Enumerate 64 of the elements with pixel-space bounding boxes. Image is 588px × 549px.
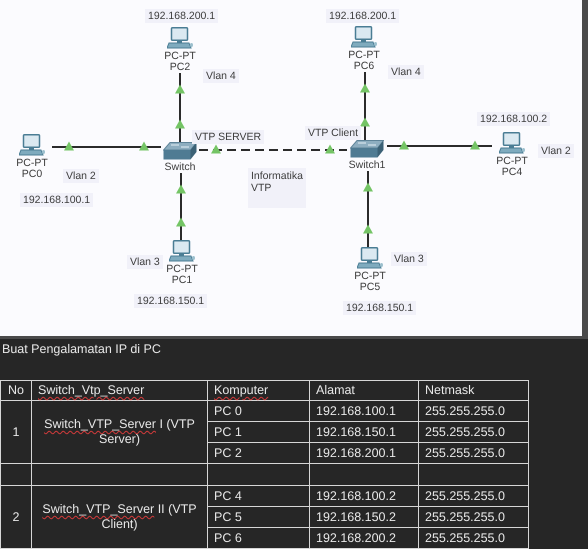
column-header: No (0, 380, 32, 400)
netmask: 255.255.255.0 (418, 422, 528, 442)
device-model-label: PC-PT (166, 264, 198, 275)
netmask: 255.255.255.0 (418, 442, 528, 464)
device-model-label: PC-PT (496, 156, 528, 167)
column-header: Netmask (418, 380, 528, 400)
device-name-label: Switch (164, 162, 196, 173)
vtp-role-label: VTP SERVER (192, 130, 264, 144)
computer-name: PC 4 (208, 486, 310, 506)
link-line (176, 173, 186, 240)
section-heading: Buat Pengalamatan IP di PC (2, 342, 161, 357)
ip-address-label: 192.168.100.2 (477, 112, 550, 126)
computer-name: PC 5 (208, 506, 310, 528)
ip-address: 192.168.200.1 (310, 442, 418, 464)
device-model-label: PC-PT (354, 271, 386, 282)
device-name-label: Switch1 (348, 160, 386, 171)
link-line (387, 140, 492, 150)
ip-address: 192.168.150.2 (310, 506, 418, 528)
device-name-label: PC1 (172, 275, 192, 286)
device-model-label: PC-PT (164, 51, 196, 62)
link-line (52, 142, 161, 150)
ip-address-label: 192.168.200.1 (145, 9, 218, 23)
ip-address: 192.168.100.1 (310, 400, 418, 422)
vlan-label: Vlan 4 (203, 69, 239, 83)
link-line (363, 171, 373, 247)
vlan-label: Vlan 2 (63, 169, 99, 183)
device-model-label: PC-PT (16, 158, 48, 169)
vtp-role-label: VTP Client (305, 126, 361, 140)
ip-address: 192.168.150.1 (310, 422, 418, 442)
link-line (175, 73, 185, 142)
netmask: 255.255.255.0 (418, 486, 528, 506)
vlan-label: Vlan 4 (388, 65, 424, 79)
ip-address: 192.168.200.2 (310, 528, 418, 548)
vlan-label: Vlan 3 (127, 255, 163, 269)
device-model-label: PC-PT (348, 50, 380, 61)
column-header: Alamat (310, 380, 418, 400)
device-name-label: PC5 (360, 282, 380, 293)
ip-address-label: 192.168.150.1 (343, 301, 416, 315)
netmask: 255.255.255.0 (418, 528, 528, 548)
link-line (360, 72, 370, 140)
device-name-label: PC0 (22, 169, 42, 180)
computer-name: PC 2 (208, 442, 310, 464)
computer-name: PC 0 (208, 400, 310, 422)
column-header: Komputer (208, 380, 310, 400)
ip-address: 192.168.100.2 (310, 486, 418, 506)
switch-name: Switch_VTP_Server II (VTP Client) (32, 486, 208, 548)
device-name-label: PC2 (170, 62, 190, 73)
vlan-label: Vlan 2 (538, 144, 574, 158)
ip-address-label: 192.168.200.1 (326, 9, 400, 23)
column-header: Switch_Vtp_Server (32, 380, 208, 400)
note-text: Informatika VTP (248, 168, 306, 208)
computer-name: PC 6 (208, 528, 310, 548)
device-name-label: PC6 (354, 61, 374, 72)
device-name-label: PC4 (502, 167, 522, 178)
dashed-link-line (199, 144, 347, 154)
ip-address-label: 192.168.100.1 (20, 193, 94, 207)
computer-name: PC 1 (208, 422, 310, 442)
netmask: 255.255.255.0 (418, 506, 528, 528)
switch-name: Switch_VTP_Server I (VTP Server) (32, 400, 208, 464)
vlan-label: Vlan 3 (391, 252, 427, 266)
ip-address-label: 192.168.150.1 (134, 294, 208, 308)
row-number: 1 (0, 400, 32, 464)
netmask: 255.255.255.0 (418, 400, 528, 422)
row-number: 2 (0, 486, 32, 548)
